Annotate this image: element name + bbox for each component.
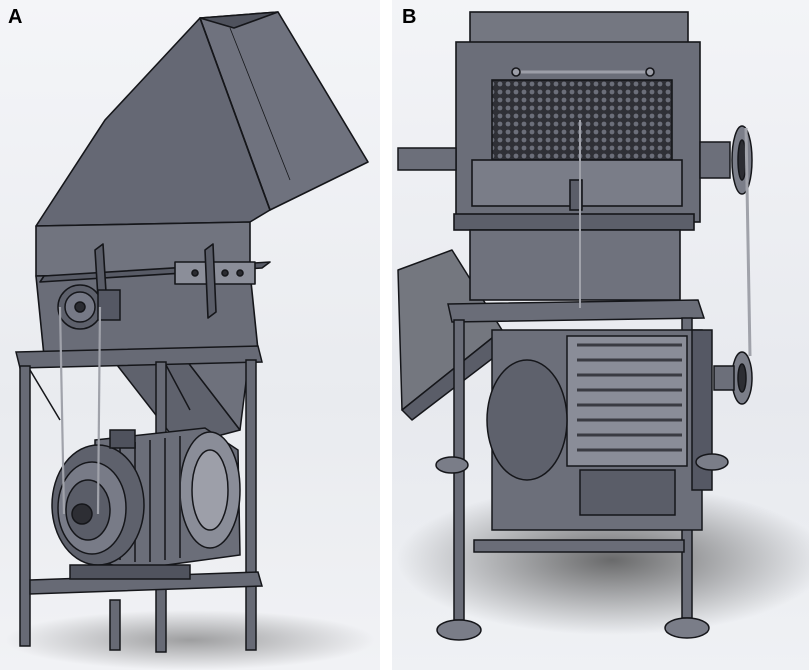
feed-hopper (35, 11, 369, 227)
lower-sprocket (713, 351, 753, 405)
upper-sprocket (699, 125, 753, 195)
panel-b-front-view (392, 0, 809, 670)
drive-chain (744, 127, 752, 357)
electric-motor (51, 427, 241, 580)
electric-motor (486, 329, 713, 531)
panel-label-a: A (8, 6, 23, 28)
crusher-front-drawing (397, 11, 809, 641)
rotor-shaft-left (397, 147, 457, 171)
middle-housing (453, 213, 695, 301)
panel-a-isometric-view (0, 0, 380, 670)
floor-shadow (5, 610, 375, 670)
crusher-isometric-drawing (5, 11, 375, 670)
panel-label-b: B (402, 6, 417, 28)
leveling-feet (435, 453, 729, 641)
upper-housing (455, 11, 701, 223)
drive-belt (58, 306, 102, 515)
upper-pulley (57, 284, 121, 330)
